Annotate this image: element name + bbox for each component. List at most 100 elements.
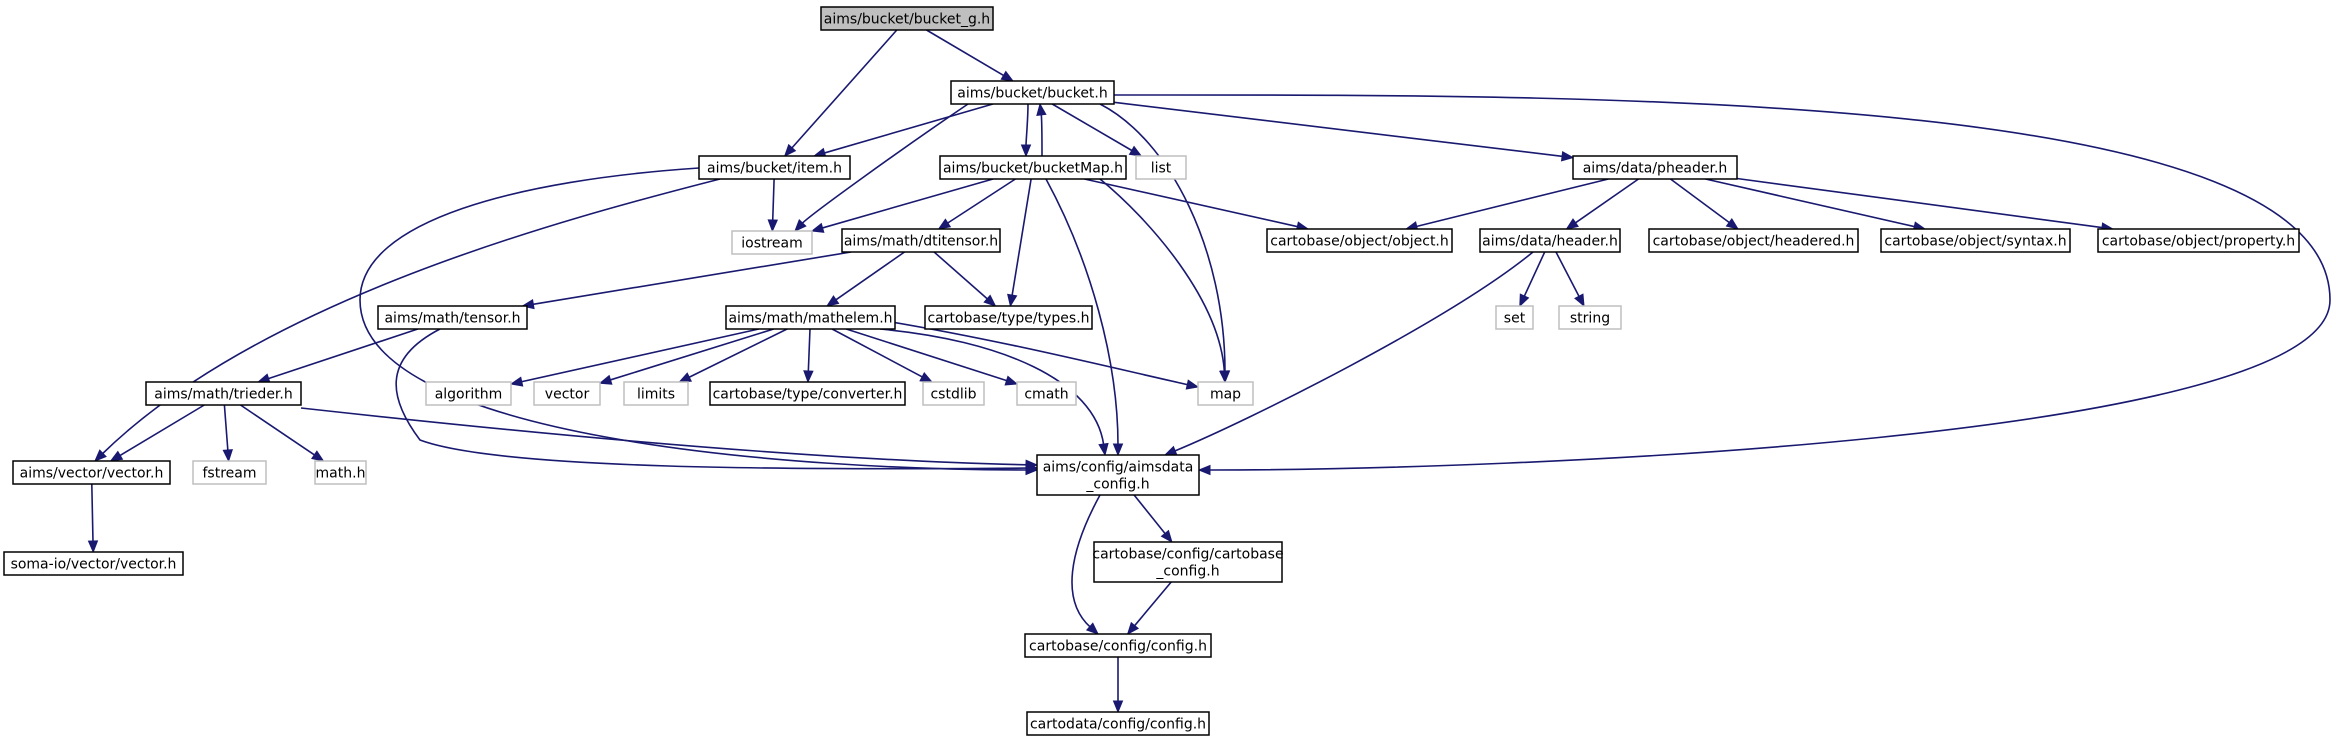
edge-bucket-to-list	[1051, 103, 1143, 157]
node-box	[3, 551, 184, 576]
edge-line	[91, 483, 94, 543]
edge-arrowhead	[1197, 464, 1211, 476]
node-label: aims/vector/vector.h	[20, 466, 164, 482]
edge-arrowhead	[1560, 151, 1575, 162]
node-label: aims/data/pheader.h	[1583, 161, 1728, 177]
edge-line	[1133, 494, 1167, 535]
node-vectorh[interactable]: aims/vector/vector.h	[12, 460, 171, 485]
edge-dtitensor-to-mathelem	[825, 251, 905, 307]
edge-dtitensor-to-tensor	[521, 251, 852, 310]
node-box	[533, 381, 601, 406]
node-dtitensor[interactable]: aims/math/dtitensor.h	[841, 228, 1001, 253]
edge-line	[1574, 178, 1639, 224]
node-bucketMap[interactable]: aims/bucket/bucketMap.h	[939, 155, 1127, 180]
node-cb_config[interactable]: cartobase/config/config.h	[1024, 633, 1212, 658]
edge-line	[1113, 101, 1564, 158]
edge-arrowhead	[1163, 445, 1178, 456]
edge-line	[831, 328, 924, 379]
edge-line	[823, 103, 994, 154]
node-label: cartobase/object/syntax.h	[1884, 234, 2066, 250]
edge-arrowhead	[1574, 293, 1585, 308]
node-label: aims/bucket/item.h	[707, 161, 842, 177]
node-label: aims/math/tensor.h	[384, 311, 520, 327]
node-syntax[interactable]: cartobase/object/syntax.h	[1880, 228, 2071, 253]
edge-arrowhead	[1020, 144, 1032, 158]
node-label: aims/bucket/bucket.h	[957, 86, 1108, 102]
node-headered[interactable]: cartobase/object/headered.h	[1648, 228, 1859, 253]
node-label: aims/math/trieder.h	[154, 387, 292, 403]
edge-arrowhead	[810, 222, 825, 233]
edge-line	[946, 178, 1016, 225]
edge-header-to-string	[1555, 251, 1585, 308]
node-trieder[interactable]: aims/math/trieder.h	[145, 381, 302, 406]
node-aimsdata_config[interactable]: aims/config/aimsdata_config.h	[1036, 454, 1200, 496]
node-cartobase_config[interactable]: cartobase/config/cartobase_config.h	[1092, 541, 1284, 583]
node-cd_config[interactable]: cartodata/config/config.h	[1026, 711, 1210, 736]
edge-line	[1051, 103, 1134, 152]
edge-line	[395, 328, 1028, 470]
node-label: cartobase/type/types.h	[927, 311, 1089, 327]
edge-mathelem-to-limits	[678, 328, 788, 383]
node-label: _config.h	[1085, 477, 1149, 493]
node-box	[377, 305, 528, 330]
node-converter[interactable]: cartobase/type/converter.h	[709, 381, 906, 406]
edge-line	[359, 167, 1028, 471]
edge-line	[688, 328, 788, 379]
node-tensor[interactable]: aims/math/tensor.h	[377, 305, 528, 330]
node-mathelem[interactable]: aims/math/mathelem.h	[725, 305, 896, 330]
node-box	[145, 381, 302, 406]
node-label: aims/config/aimsdata	[1043, 460, 1194, 476]
edge-arrowhead	[794, 219, 807, 232]
edge-bucketMap-to-iostream	[810, 178, 994, 233]
edge-cartobase_config-to-cb_config	[1126, 581, 1172, 636]
node-box	[192, 460, 267, 485]
node-bucket[interactable]: aims/bucket/bucket.h	[950, 80, 1115, 105]
node-property[interactable]: cartobase/object/property.h	[2097, 228, 2300, 253]
node-object[interactable]: cartobase/object/object.h	[1266, 228, 1453, 253]
edge-aimsdata_config-to-cartobase_config	[1133, 494, 1173, 544]
node-label: cartodata/config/config.h	[1030, 717, 1206, 733]
node-soma_vector[interactable]: soma-io/vector/vector.h	[3, 551, 184, 576]
edge-arrowhead	[509, 376, 524, 387]
edge-arrowhead	[937, 218, 952, 230]
edge-line	[1133, 581, 1172, 627]
node-box	[820, 6, 994, 31]
edge-bucketMap-to-types	[1007, 178, 1032, 308]
node-box	[924, 305, 1093, 330]
edge-line	[801, 103, 969, 225]
node-box	[1266, 228, 1453, 253]
node-bucket_g[interactable]: aims/bucket/bucket_g.h	[820, 6, 994, 31]
edge-trieder-to-vectorh	[109, 404, 205, 462]
edge-arrowhead	[1219, 370, 1230, 384]
edge-bucket_g-to-bucket	[926, 29, 1015, 82]
node-label: list	[1151, 161, 1172, 177]
edge-header-to-aimsdata_config	[1163, 251, 1534, 456]
edge-line	[520, 328, 759, 383]
node-box	[725, 305, 896, 330]
edge-arrowhead	[1025, 459, 1039, 471]
node-header[interactable]: aims/data/header.h	[1479, 228, 1621, 253]
node-pheader[interactable]: aims/data/pheader.h	[1572, 155, 1738, 180]
edge-bucket_g-to-item	[783, 29, 898, 157]
node-box	[1024, 633, 1212, 658]
node-box	[841, 228, 1001, 253]
node-item[interactable]: aims/bucket/item.h	[698, 155, 851, 180]
edge-arrowhead	[1085, 622, 1099, 635]
edge-cb_config-to-cd_config	[1112, 657, 1124, 714]
node-label: string	[1570, 311, 1610, 327]
edge-line	[1555, 251, 1581, 298]
edge-mathelem-to-cstdlib	[831, 328, 934, 383]
edge-line	[821, 178, 994, 229]
node-label: cartobase/object/object.h	[1270, 234, 1449, 250]
node-types[interactable]: cartobase/type/types.h	[924, 305, 1093, 330]
node-box	[1093, 541, 1283, 583]
node-box	[314, 460, 367, 485]
node-vector: vector	[533, 381, 601, 406]
node-label: cartobase/config/config.h	[1029, 639, 1207, 655]
node-label: cmath	[1024, 387, 1068, 403]
edge-tensor-to-trieder	[256, 328, 419, 384]
node-label: aims/bucket/bucket_g.h	[824, 12, 990, 28]
edge-mathelem-to-converter	[803, 328, 814, 384]
edge-line	[845, 328, 1008, 382]
edge-arrowhead	[1112, 443, 1124, 457]
